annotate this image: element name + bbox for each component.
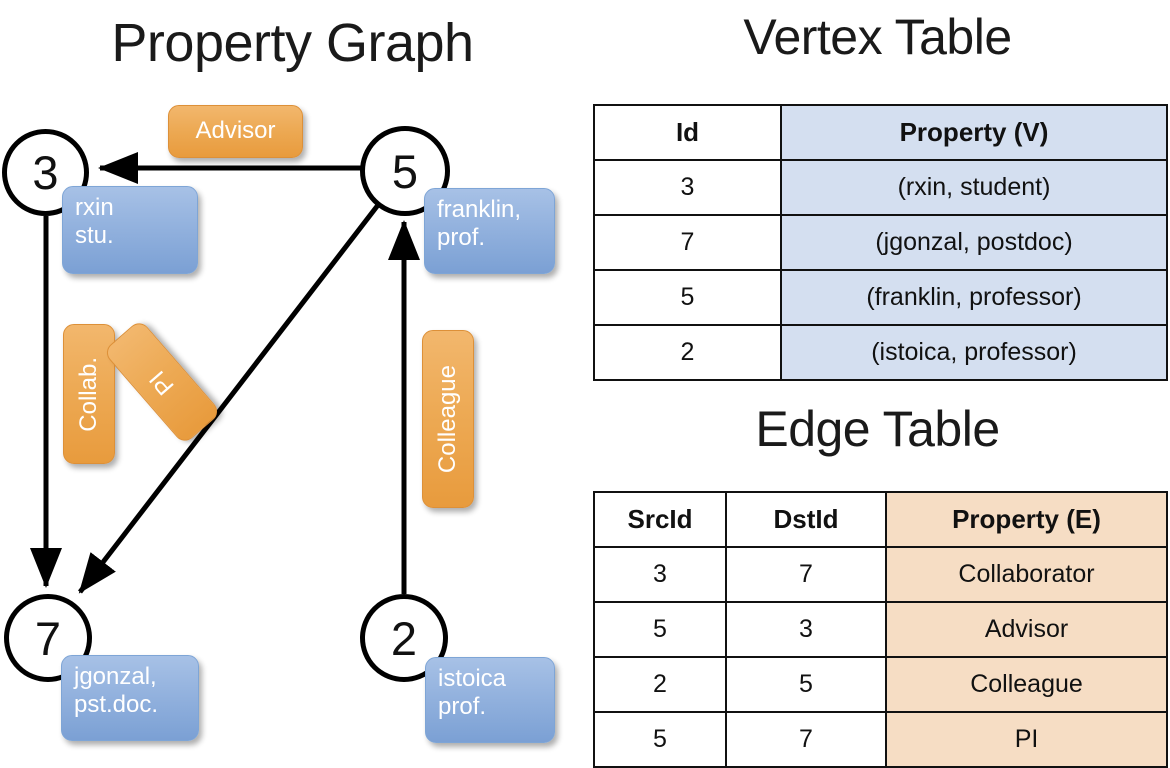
- vertex-property-box-7-line2: pst.doc.: [74, 691, 159, 719]
- table-row[interactable]: 3 7 Collaborator: [593, 546, 1168, 603]
- vertex-property-box-2-line1: istoica: [438, 665, 507, 692]
- edge-label-pi-text: PI: [143, 365, 180, 400]
- edge-row-1-dst: 3: [725, 601, 887, 658]
- edge-row-1-property: Advisor: [885, 601, 1168, 658]
- edge-table: SrcId DstId Property (E) 3 7 Collaborato…: [593, 491, 1168, 768]
- graph-node-2-label: 2: [390, 611, 418, 665]
- table-row[interactable]: 5 3 Advisor: [593, 601, 1168, 658]
- table-row[interactable]: 2 5 Colleague: [593, 656, 1168, 713]
- graph-node-5[interactable]: 5: [360, 126, 450, 216]
- edge-label-colleague-text: Colleague: [433, 364, 461, 474]
- edge-row-0-src: 3: [593, 546, 727, 603]
- table-row[interactable]: 7 (jgonzal, postdoc): [593, 214, 1168, 271]
- table-row[interactable]: 5 (franklin, professor): [593, 269, 1168, 326]
- vertex-row-3-id: 2: [593, 324, 782, 381]
- edge-label-colleague[interactable]: Colleague: [422, 330, 474, 508]
- vertex-property-box-5[interactable]: franklin, prof.: [424, 188, 555, 274]
- graph-node-5-label: 5: [391, 144, 419, 198]
- page-title-vertex-table: Vertex Table: [743, 9, 1012, 65]
- vertex-table-header-row: Id Property (V): [593, 104, 1168, 161]
- vertex-property-box-3[interactable]: rxin stu.: [62, 186, 198, 274]
- vertex-row-2-id: 5: [593, 269, 782, 326]
- edge-label-collab-text: Collab.: [74, 356, 102, 432]
- vertex-property-box-2[interactable]: istoica prof.: [425, 657, 555, 743]
- vertex-property-box-7-line1: jgonzal,: [74, 663, 157, 690]
- page-title-edge-table: Edge Table: [755, 401, 1000, 457]
- vertex-row-0-id: 3: [593, 159, 782, 216]
- page-title-property-graph: Property Graph: [111, 13, 474, 73]
- vertex-property-box-3-line1: rxin: [75, 194, 114, 221]
- edge-table-header-dstid: DstId: [725, 491, 887, 548]
- vertex-row-1-property: (jgonzal, postdoc): [780, 214, 1168, 271]
- edge-label-advisor-text: Advisor: [195, 117, 276, 145]
- vertex-table-header-property: Property (V): [780, 104, 1168, 161]
- edge-row-3-dst: 7: [725, 711, 887, 768]
- vertex-property-box-2-line2: prof.: [438, 693, 487, 721]
- graph-edges-layer: [30, 152, 420, 594]
- graph-node-7-label: 7: [34, 611, 62, 665]
- vertex-property-box-7[interactable]: jgonzal, pst.doc.: [61, 655, 199, 741]
- property-graph-panel: Property Graph 3 5 7: [0, 0, 585, 760]
- edge-table-header-row: SrcId DstId Property (E): [593, 491, 1168, 548]
- edge-row-1-src: 5: [593, 601, 727, 658]
- edge-table-header-property: Property (E): [885, 491, 1168, 548]
- graph-node-2[interactable]: 2: [360, 594, 448, 682]
- table-row[interactable]: 5 7 PI: [593, 711, 1168, 768]
- edge-row-3-src: 5: [593, 711, 727, 768]
- vertex-row-3-property: (istoica, professor): [780, 324, 1168, 381]
- graph-node-3-label: 3: [32, 146, 59, 199]
- edge-row-0-property: Collaborator: [885, 546, 1168, 603]
- table-row[interactable]: 2 (istoica, professor): [593, 324, 1168, 381]
- edge-row-2-src: 2: [593, 656, 727, 713]
- edge-label-collab[interactable]: Collab.: [63, 324, 115, 464]
- edge-5-to-7: [78, 203, 380, 594]
- vertex-row-1-id: 7: [593, 214, 782, 271]
- edge-row-3-property: PI: [885, 711, 1168, 768]
- vertex-table: Id Property (V) 3 (rxin, student) 7 (jgo…: [593, 104, 1168, 381]
- table-row[interactable]: 3 (rxin, student): [593, 159, 1168, 216]
- vertex-row-2-property: (franklin, professor): [780, 269, 1168, 326]
- edge-label-advisor[interactable]: Advisor: [168, 105, 303, 158]
- vertex-property-box-5-line2: prof.: [437, 224, 486, 252]
- vertex-table-header-id: Id: [593, 104, 782, 161]
- vertex-property-box-5-line1: franklin,: [437, 196, 522, 223]
- edge-row-0-dst: 7: [725, 546, 887, 603]
- edge-row-2-property: Colleague: [885, 656, 1168, 713]
- vertex-property-box-3-line2: stu.: [75, 222, 114, 250]
- vertex-row-0-property: (rxin, student): [780, 159, 1168, 216]
- edge-row-2-dst: 5: [725, 656, 887, 713]
- edge-table-header-srcid: SrcId: [593, 491, 727, 548]
